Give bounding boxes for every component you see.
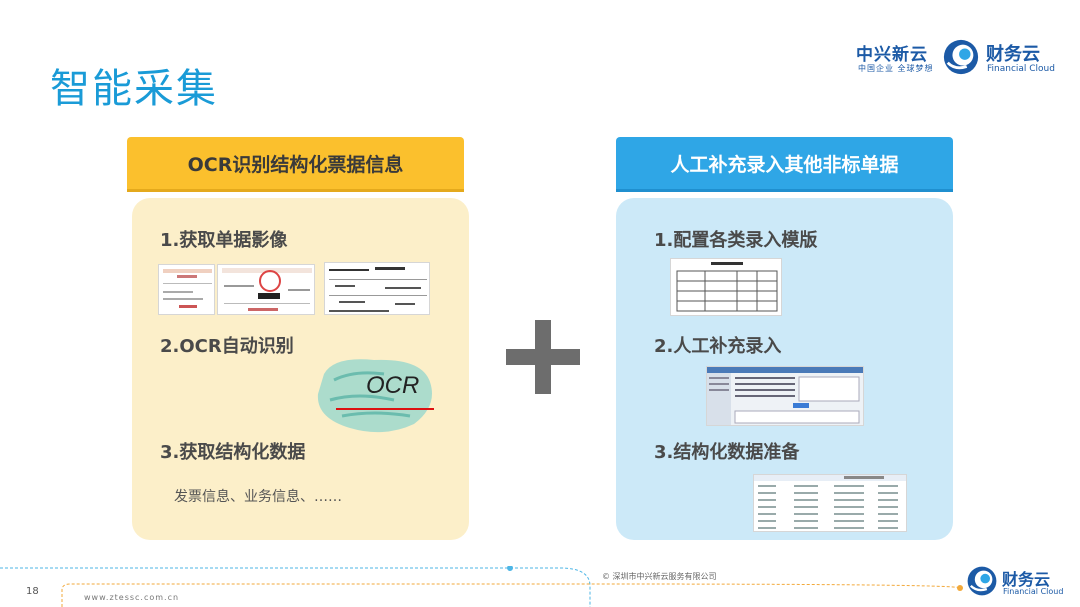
left-header: OCR识别结构化票据信息 (127, 137, 464, 189)
invoice-scan-image-1 (158, 264, 215, 315)
plus-icon (506, 320, 580, 394)
footer-cloud-logo-icon (967, 566, 997, 596)
footer-cloud-en: Financial Cloud (1003, 587, 1064, 596)
right-step-3: 3.结构化数据准备 (654, 442, 800, 463)
zte-brand-name: 中兴新云 (856, 45, 928, 65)
footer-cloud-name: 财务云 (1002, 570, 1051, 589)
footer-brand: 财务云 Financial Cloud (966, 563, 1076, 603)
brand-header: 中兴新云 中国企业 全球梦想 财务云 Financial Cloud (856, 36, 1056, 80)
structured-data-table-image (753, 474, 907, 532)
right-step-1: 1.配置各类录入模版 (654, 230, 818, 251)
left-note: 发票信息、业务信息、…… (174, 489, 342, 505)
footer-url: www.ztessc.com.cn (84, 593, 180, 602)
cloud-brand-en: Financial Cloud (987, 64, 1055, 74)
zte-slogan: 中国企业 全球梦想 (858, 64, 934, 73)
left-step-3: 3.获取结构化数据 (160, 442, 306, 463)
invoice-scan-image-2 (217, 264, 315, 315)
footer-decoration (0, 566, 963, 607)
cloud-brand-name: 财务云 (986, 44, 1040, 65)
page-title: 智能采集 (50, 66, 218, 112)
left-step-1: 1.获取单据影像 (160, 230, 288, 251)
footer-copyright: © 深圳市中兴新云服务有限公司 (602, 572, 717, 581)
page-number: 18 (26, 586, 39, 597)
left-step-2: 2.OCR自动识别 (160, 336, 294, 357)
manual-entry-screenshot-image (706, 366, 864, 426)
right-step-2: 2.人工补充录入 (654, 336, 782, 357)
ocr-label: OCR (366, 372, 420, 399)
invoice-scan-image-3 (324, 262, 430, 315)
financial-cloud-logo-icon (943, 39, 979, 75)
right-header: 人工补充录入其他非标单据 (616, 137, 953, 189)
ocr-illustration-icon (317, 359, 434, 433)
entry-template-image (670, 258, 782, 316)
